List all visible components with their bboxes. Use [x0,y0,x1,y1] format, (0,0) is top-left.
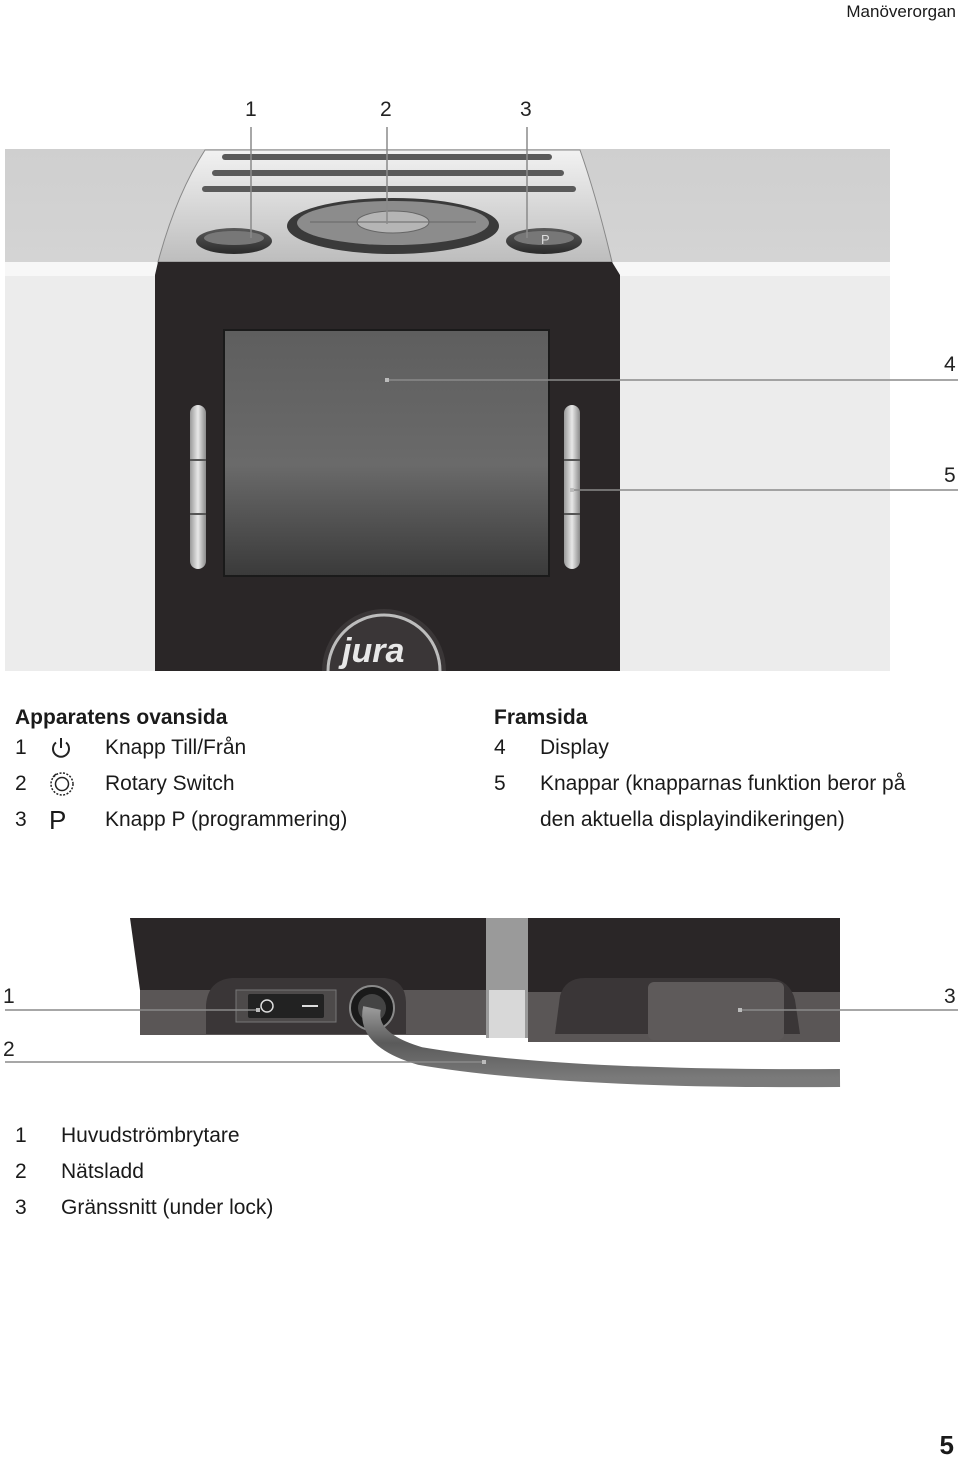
legend-top-right: Framsida 4 Display 5 Knappar (knapparnas… [494,706,954,838]
legend-top-left: Apparatens ovansida 1 Knapp Till/Från 2 … [15,706,455,838]
legend-item: 3 Gränssnitt (under lock) [15,1196,274,1219]
callout-3: 3 [520,98,532,121]
brand-logo-text: jura [338,632,404,670]
power-icon [49,736,105,760]
page-number: 5 [939,1430,954,1460]
callout-5: 5 [944,464,956,487]
callout-4: 4 [944,353,956,376]
callout-2: 2 [380,98,392,121]
legend-item: 1 Knapp Till/Från [15,736,247,760]
section-title: Manöverorgan [846,2,956,21]
rotary-switch-icon [49,771,105,797]
callout-1: 1 [245,98,257,121]
legend-item: 2 Rotary Switch [15,771,235,797]
legend-item: 5 Knappar (knapparnas funktion beror på [494,772,906,795]
p-button-letter: P [541,232,550,247]
legend-item: 2 Nätsladd [15,1160,144,1183]
legend-item: 4 Display [494,736,609,759]
machine-back-illustration [5,918,958,1088]
legend-item-continuation: den aktuella displayindikeringen) [540,808,845,831]
bottom-callout-1: 1 [3,985,15,1008]
bottom-callout-2: 2 [3,1038,15,1061]
legend-title-framsida: Framsida [494,706,588,729]
legend-title-ovansida: Apparatens ovansida [15,706,228,729]
bottom-callout-3: 3 [944,985,956,1008]
legend-item: 1 Huvudströmbrytare [15,1124,240,1147]
machine-top-illustration: P jura [5,127,958,672]
legend-item: 3 P Knapp P (programmering) [15,802,455,838]
legend-bottom: 1 Huvudströmbrytare 2 Nätsladd 3 Gränssn… [15,1118,515,1226]
p-letter-icon: P [49,805,67,835]
